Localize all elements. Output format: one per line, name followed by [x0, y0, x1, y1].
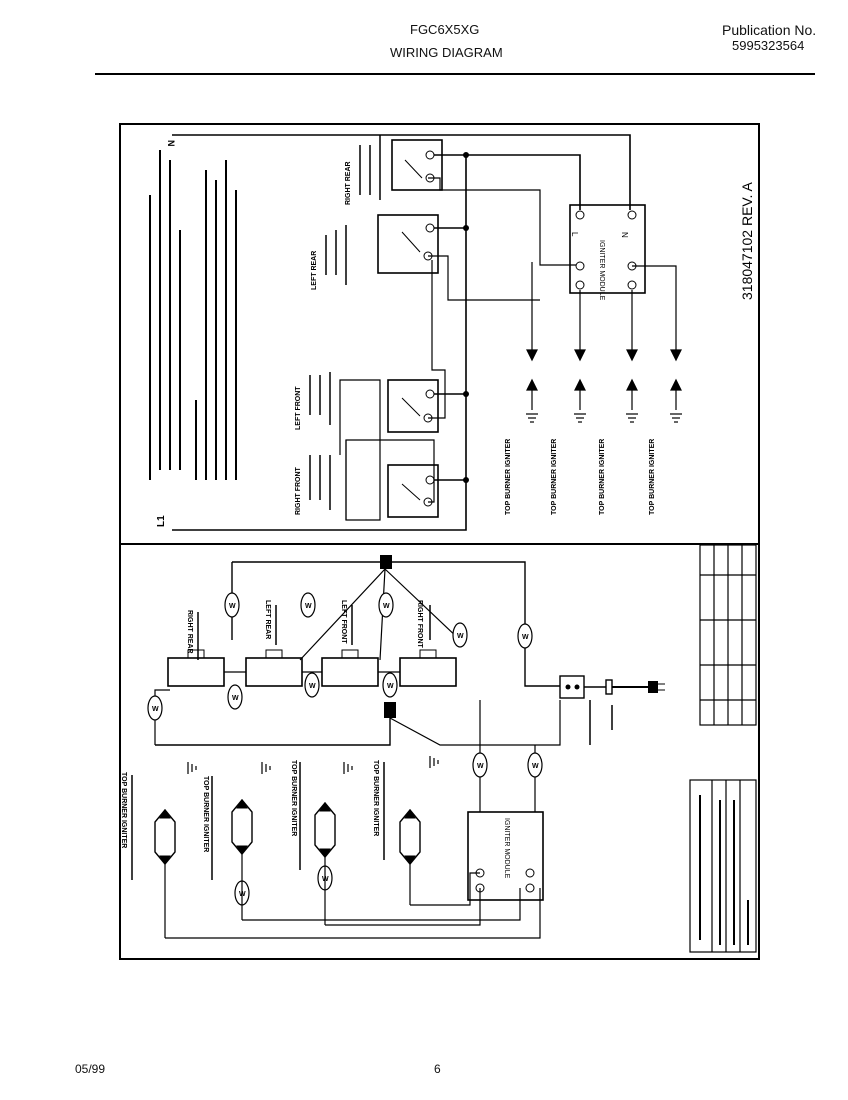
igniter-label-lower-1: TOP BURNER IGNITER — [120, 772, 127, 848]
terminal-block-top — [380, 555, 392, 569]
switch-right-front-upper — [387, 464, 439, 518]
lower-bus-wire — [385, 561, 560, 687]
neutral-wire — [172, 134, 631, 210]
footer-date: 05/99 — [75, 1062, 106, 1076]
bus-junction — [463, 152, 469, 158]
switch-module-wire — [428, 255, 540, 301]
igniter-label-upper-4: TOP BURNER IGNITER — [649, 439, 656, 515]
igniter-label-lower-3: TOP BURNER IGNITER — [290, 760, 297, 836]
line-bus-wire — [172, 154, 467, 531]
part-number: 318047102 REV. A — [739, 182, 755, 300]
igniter-label-upper-3: TOP BURNER IGNITER — [599, 439, 606, 515]
switch-right-rear-lower — [167, 649, 225, 687]
switch-left-rear-lower — [245, 649, 303, 687]
igniter-symbols-lower — [154, 798, 421, 866]
wire-tag-label: W — [305, 603, 312, 610]
igniter-arrows-lower — [159, 799, 416, 865]
wire-tag-label: W — [152, 706, 159, 713]
line-to-module-wire — [466, 154, 581, 210]
power-cord-plug — [559, 675, 665, 699]
svg-text:IGNITER MODULE: IGNITER MODULE — [598, 240, 605, 301]
wire-tag-label: W — [532, 763, 539, 770]
wire-tag-label: W — [229, 603, 236, 610]
switch-module-wire — [428, 177, 583, 266]
wire-tag-label: W — [309, 683, 316, 690]
page-number: 6 — [434, 1062, 441, 1076]
igniter-label-upper-2: TOP BURNER IGNITER — [551, 439, 558, 515]
switch-left-front-lower — [321, 649, 379, 687]
switch-right-rear-upper — [391, 139, 443, 191]
lower-fine-print — [131, 605, 613, 880]
caution-notice — [149, 150, 237, 480]
publication-label: Publication No. — [722, 22, 817, 38]
igniter-leads-upper — [526, 262, 682, 410]
ground-symbols-lower — [187, 756, 439, 774]
igniter-label-upper-1: TOP BURNER IGNITER — [505, 439, 512, 515]
model-number: FGC6X5XG — [410, 22, 480, 37]
ground-symbols-upper — [526, 413, 682, 423]
switch-label-left-front-lower: LEFT FRONT — [340, 600, 347, 644]
module-terminal-l: L — [570, 232, 579, 237]
page-title: WIRING DIAGRAM — [390, 45, 503, 60]
switch-label-right-rear: RIGHT REAR — [345, 161, 352, 205]
switch-left-rear-upper — [377, 214, 439, 274]
igniter-label-lower-2: TOP BURNER IGNITER — [202, 776, 209, 852]
switch-label-right-front-lower: RIGHT FRONT — [416, 600, 423, 649]
spark-module-lower: IGNITER MODULE — [467, 811, 544, 901]
legend-table — [689, 779, 757, 953]
wire-tag-label: W — [522, 634, 529, 641]
switch-module-wire — [428, 260, 446, 419]
switch-module-wire — [345, 439, 435, 521]
switch-label-left-rear: LEFT REAR — [311, 251, 318, 290]
switch-label-left-rear-lower: LEFT REAR — [264, 600, 271, 639]
header-rule — [95, 73, 815, 75]
line-label-n: N — [166, 140, 176, 147]
publication-number: 5995323564 — [732, 38, 805, 53]
switch-label-right-front: RIGHT FRONT — [295, 466, 302, 515]
switch-label-left-front: LEFT FRONT — [295, 386, 302, 430]
line-label-l1: L1 — [156, 515, 167, 527]
wire-tag-label: W — [457, 633, 464, 640]
wire-tag-label: W — [387, 683, 394, 690]
igniter-label-lower-4: TOP BURNER IGNITER — [372, 760, 379, 836]
switch-left-front-upper — [387, 379, 439, 433]
module-terminal-n: N — [620, 232, 629, 238]
terminal-block-bottom — [384, 702, 396, 718]
switch-fine-print — [309, 135, 381, 510]
spark-module-upper: IGNITER MODULE — [569, 204, 646, 301]
wire-tag-label: W — [232, 695, 239, 702]
svg-text:IGNITER MODULE: IGNITER MODULE — [503, 818, 510, 879]
diagram-frame — [119, 123, 760, 960]
switch-label-right-rear-lower: RIGHT REAR — [186, 610, 193, 654]
switch-right-front-lower — [399, 649, 457, 687]
specs-table — [699, 544, 757, 726]
wire-tag-label: W — [477, 763, 484, 770]
wire-tag-label: W — [383, 603, 390, 610]
